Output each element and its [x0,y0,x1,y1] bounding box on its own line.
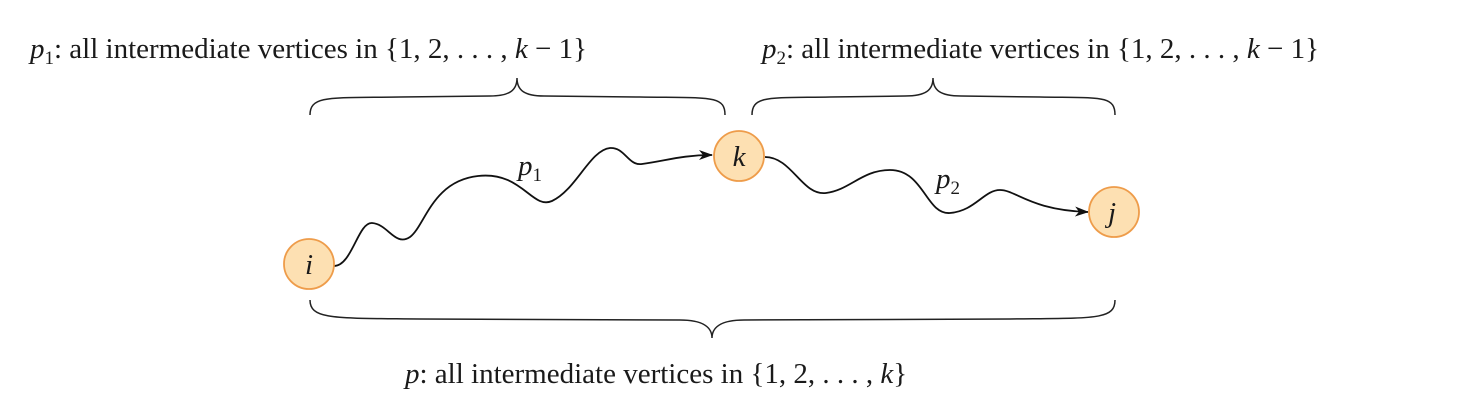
path-k-to-j [764,156,1089,217]
p1-subpath-label: p1: all intermediate vertices in {1, 2, … [28,33,587,69]
p-path-label: p: all intermediate vertices in {1, 2, .… [403,358,907,390]
p1-brace [309,77,726,116]
p-brace [309,299,1116,339]
edge-label-p1: p1 [516,150,542,186]
path-i-to-k [333,147,713,267]
node-i-label: i [305,249,313,281]
p2-brace [751,77,1116,116]
node-k-label: k [733,141,747,173]
edge-label-p2: p2 [934,163,960,199]
node-k: k [713,130,765,182]
node-j-label: j [1104,197,1116,229]
node-j: j [1088,186,1140,238]
p2-subpath-label: p2: all intermediate vertices in {1, 2, … [760,33,1319,69]
node-i: i [283,238,335,290]
